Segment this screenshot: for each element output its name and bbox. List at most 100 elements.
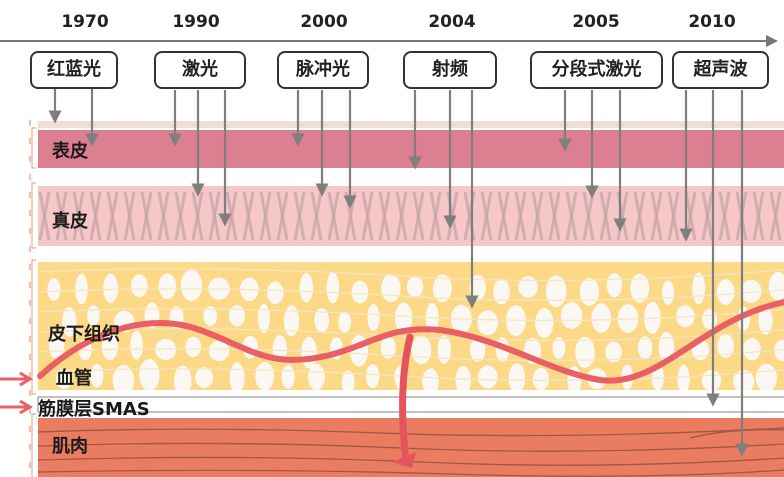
dermis-fiber	[140, 191, 153, 241]
vessel-pointer-arrow	[0, 371, 33, 387]
dermis-fiber	[650, 191, 663, 241]
fat-cell	[130, 274, 148, 298]
fat-cell	[48, 333, 65, 359]
fat-cell	[606, 273, 623, 298]
dermis-fiber	[310, 191, 323, 241]
dermis-fiber	[72, 191, 85, 241]
fat-cell	[743, 337, 761, 361]
fat-cell	[717, 334, 735, 359]
fat-cell	[605, 341, 622, 363]
fat-cell	[716, 279, 735, 305]
blood-vessel-branch-tip	[392, 452, 416, 468]
fat-cell	[477, 365, 498, 389]
dermis-fiber	[514, 191, 527, 241]
dermis-fiber	[174, 191, 187, 241]
epidermis-bracket	[31, 127, 36, 169]
fat-cell	[381, 274, 401, 303]
fat-cell	[365, 364, 380, 389]
dermis-fiber	[293, 191, 306, 241]
dermis-bracket	[31, 182, 36, 249]
tech-box-red-blue-light: 红蓝光	[30, 51, 118, 89]
fat-cell	[740, 279, 762, 303]
dermis-fiber	[480, 191, 493, 241]
fat-cell	[637, 336, 653, 360]
fat-cell	[535, 307, 554, 338]
fat-cell	[338, 311, 352, 333]
dermis-fiber	[89, 191, 102, 241]
fat-cell	[101, 333, 118, 361]
dermis-fiber	[497, 191, 510, 241]
fat-cell	[62, 306, 77, 337]
year-label: 1990	[172, 12, 220, 32]
fat-cell	[155, 338, 177, 361]
fat-cell	[768, 272, 784, 301]
fat-cell	[545, 275, 567, 307]
fat-cell	[477, 310, 499, 336]
fat-cell	[341, 370, 355, 390]
fat-cell	[432, 274, 452, 303]
muscle-bracket	[31, 413, 36, 477]
fat-cell	[47, 278, 61, 301]
dermis-fiber	[429, 191, 442, 241]
fat-cell	[267, 281, 284, 305]
layer-label-dermis: 真皮	[52, 211, 88, 232]
tech-box-laser: 激光	[154, 51, 246, 89]
layer-label-epidermis: 表皮	[52, 141, 88, 162]
layer-label-smas: 筋膜层SMAS	[38, 399, 150, 420]
fat-bracket	[31, 259, 36, 395]
muscle-fibers	[37, 427, 784, 477]
fat-strand	[39, 288, 784, 302]
fat-cell	[299, 273, 314, 303]
fat-cell	[326, 272, 340, 304]
fat-cell	[158, 273, 177, 300]
fat-cell	[469, 274, 486, 301]
layer-label-subcutaneous: 皮下组织	[48, 324, 120, 345]
fat-cell	[380, 336, 396, 359]
fat-cell	[560, 302, 583, 329]
fat-cell	[758, 305, 773, 335]
tech-box-pulsed-light: 脉冲光	[277, 51, 369, 89]
fat-cell	[532, 367, 549, 390]
blood-vessel	[37, 299, 784, 384]
dermis-fiber	[123, 191, 136, 241]
layer-label-blood-vessel: 血管	[56, 368, 92, 389]
fat-strand	[39, 328, 784, 342]
dermis-fiber	[327, 191, 340, 241]
dermis-fiber	[769, 191, 782, 241]
fat-cell	[422, 368, 439, 390]
fat-cell	[228, 305, 246, 327]
dermis-fiber	[361, 191, 374, 241]
dermis-fiber	[701, 191, 714, 241]
fat-cell	[591, 303, 611, 333]
fat-cell	[55, 368, 73, 389]
fat-cell	[411, 335, 432, 365]
fat-cell	[702, 309, 718, 330]
fat-cell	[90, 363, 104, 388]
fat-cell	[701, 370, 722, 390]
fat-cell	[508, 363, 526, 390]
dermis-fiber	[242, 191, 255, 241]
fat-cell	[75, 273, 88, 305]
dermis-fiber	[106, 191, 119, 241]
fat-strand	[39, 348, 784, 362]
year-label: 2000	[300, 12, 348, 32]
dermis-fiber	[38, 191, 51, 241]
dermis-fiber	[395, 191, 408, 241]
dermis-fiber	[616, 191, 629, 241]
fat-cell	[518, 276, 538, 298]
fat-cell	[394, 302, 413, 334]
blood-vessel-branch	[399, 333, 414, 466]
fat-cell	[755, 363, 777, 390]
dermis-fiber	[259, 191, 272, 241]
fat-cell	[579, 278, 600, 306]
tech-box-ultrasound: 超声波	[672, 51, 769, 89]
fat-cell	[203, 306, 218, 327]
fat-cell	[470, 337, 486, 362]
fat-cell	[130, 330, 143, 360]
fat-strand	[39, 268, 784, 282]
epidermis-layer	[38, 130, 784, 168]
fat-cell	[185, 336, 202, 357]
fat-cell	[351, 280, 369, 304]
